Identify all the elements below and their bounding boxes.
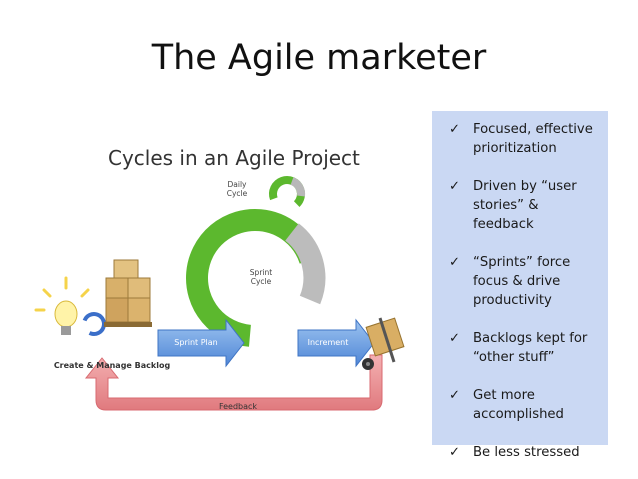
diagram-title: Cycles in an Agile Project: [108, 146, 360, 170]
bullet-item: ✓ “Sprints” force focus & drive producti…: [449, 253, 602, 310]
increment-arrow: [297, 318, 375, 368]
check-icon: ✓: [449, 255, 461, 270]
check-icon: ✓: [449, 179, 461, 194]
sprint-cycle-gray: [284, 223, 326, 305]
sprint-cycle-label: Sprint Cycle: [249, 268, 273, 286]
check-icon: ✓: [449, 445, 461, 460]
bullet-item: ✓ Get more accomplished: [449, 386, 602, 424]
bullet-text: “Sprints” force focus & drive productivi…: [473, 255, 571, 308]
check-icon: ✓: [449, 122, 461, 137]
bullet-text: Focused, effective prioritization: [473, 122, 593, 156]
bullet-text: Get more accomplished: [473, 388, 564, 422]
sprint-plan-label: Sprint Plan: [174, 338, 218, 347]
check-icon: ✓: [449, 331, 461, 346]
bullet-text: Backlogs kept for “other stuff”: [473, 331, 588, 365]
hand-truck-icon: [362, 317, 405, 370]
backlog-label: Create & Manage Backlog: [53, 361, 171, 370]
check-icon: ✓: [449, 388, 461, 403]
bullet-item: ✓ Focused, effective prioritization: [449, 120, 602, 158]
lightbulb-icon: [34, 276, 90, 335]
daily-cycle-label: Daily Cycle: [226, 180, 248, 198]
bullet-text: Driven by “user stories” & feedback: [473, 179, 577, 232]
bullet-text: Be less stressed: [473, 445, 580, 460]
increment-label: Increment: [307, 338, 349, 347]
agile-cycle-diagram: Cycles in an Agile Project Daily Cycle S…: [30, 140, 430, 440]
diagram-graphic: [34, 176, 405, 411]
bullet-item: ✓ Be less stressed: [449, 443, 602, 462]
feedback-arrow: [84, 354, 383, 411]
sprint-cycle-ring: [185, 209, 324, 347]
feedback-label: Feedback: [218, 402, 258, 411]
daily-cycle-tail: [290, 177, 306, 197]
bullet-item: ✓ Driven by “user stories” & feedback: [449, 177, 602, 234]
bullet-item: ✓ Backlogs kept for “other stuff”: [449, 329, 602, 367]
boxes-icon: [104, 259, 152, 327]
sprint-plan-arrow: [157, 318, 245, 368]
benefits-panel: ✓ Focused, effective prioritization ✓ Dr…: [432, 111, 608, 460]
slide-title: The Agile marketer: [151, 38, 487, 78]
refresh-icon: [82, 312, 106, 336]
